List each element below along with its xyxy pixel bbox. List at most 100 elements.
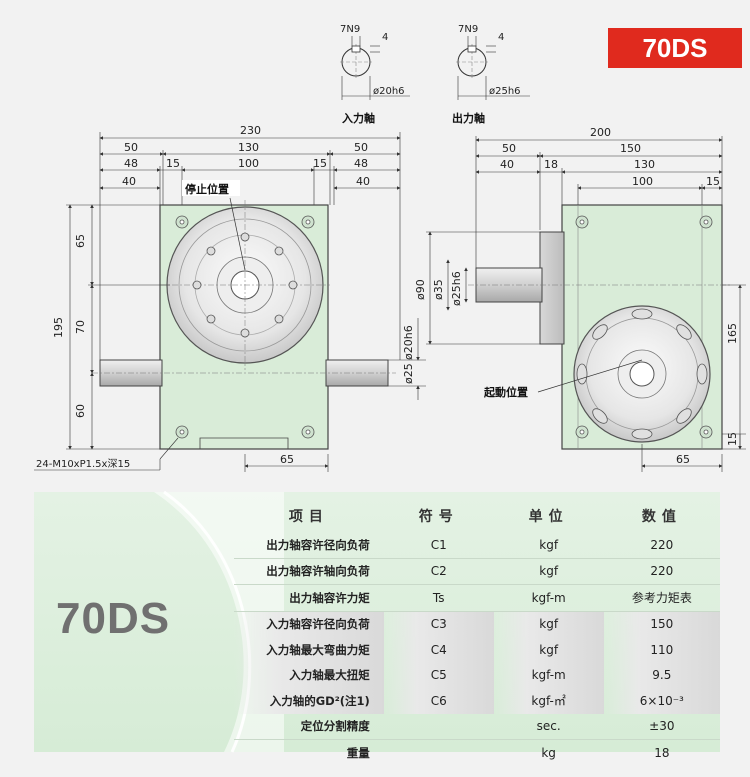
header-value: 数值 (641, 509, 682, 525)
input-shaft-label: 入力軸 (342, 111, 375, 125)
spec-panel: 70DS 项目 符号 单位 数值 出力轴容许径向负荷 C1 kgf 220 出力… (34, 490, 720, 760)
side-view: 200 50 150 40 18 130 100 15 (414, 126, 746, 472)
row-symbol: C3 (383, 611, 494, 637)
output-keyway-label: 7N9 (458, 24, 478, 35)
header-item: 项目 (288, 509, 329, 525)
row-symbol: C6 (383, 688, 494, 714)
row-symbol: C1 (383, 532, 494, 559)
spec-table: 项目 符号 单位 数值 出力轴容许径向负荷 C1 kgf 220 出力轴容许轴向… (234, 500, 720, 766)
row-unit: kg (541, 745, 556, 760)
side-dim-bottom-65: 65 (676, 453, 690, 466)
output-key-depth: 4 (498, 32, 504, 43)
table-row: 重量 kg 18 (234, 740, 720, 766)
front-dim-left-48: 48 (124, 157, 138, 170)
side-dim-total-width: 200 (590, 126, 611, 139)
header-symbol: 符号 (418, 509, 459, 525)
front-dim-total-width: 230 (240, 124, 261, 137)
front-dim-left-50: 50 (124, 141, 138, 154)
table-row: 入力轴容许径向负荷 C3 kgf 150 (234, 611, 720, 637)
side-dim-15: 15 (706, 175, 720, 188)
front-dim-height-195: 195 (52, 317, 65, 338)
table-row: 定位分割精度 sec. ±30 (234, 713, 720, 740)
side-dim-diameter-25h6: ø25h6 (450, 271, 463, 306)
stop-position-label: 停止位置 (185, 182, 229, 196)
front-dim-left-65: 65 (74, 234, 87, 248)
row-unit: kgf (493, 532, 604, 559)
side-dim-18: 18 (544, 158, 558, 171)
technical-drawing: 7N9 4 ø20h6 入力軸 7N9 4 ø25h6 出力軸 (34, 24, 746, 472)
table-row: 出力轴容许轴向负荷 C2 kgf 220 (234, 558, 720, 585)
row-item: 入力轴的GD²(注1) (234, 688, 384, 714)
row-item: 出力轴容许力矩 (234, 584, 384, 612)
row-unit: kgf (493, 637, 604, 663)
output-shaft-label: 出力軸 (452, 111, 485, 125)
output-shaft-detail: 7N9 4 ø25h6 出力軸 (452, 24, 530, 125)
row-value: 参考力矩表 (603, 584, 720, 612)
table-row: 入力轴最大弯曲力矩 C4 kgf 110 (234, 637, 720, 663)
row-unit: kgf-m (493, 584, 604, 612)
front-dim-left-70: 70 (74, 320, 87, 334)
side-dim-diameter-90: ø90 (414, 279, 427, 300)
front-dim-shaft-diameter: ø20h6 (402, 325, 415, 360)
row-value: 9.5 (603, 662, 720, 688)
front-dim-right-15: 15 (313, 157, 327, 170)
spec-model-name: 70DS (56, 594, 171, 643)
side-flange (539, 231, 565, 345)
row-item: 出力轴容许径向负荷 (234, 532, 384, 559)
side-dim-50: 50 (502, 142, 516, 155)
input-key-depth: 4 (382, 32, 388, 43)
side-dim-40: 40 (500, 158, 514, 171)
table-row: 入力轴最大扭矩 C5 kgf-m 9.5 (234, 662, 720, 688)
row-unit: kgf (493, 611, 604, 637)
row-unit: sec. (493, 713, 604, 740)
row-value: 220 (603, 558, 720, 585)
row-value: 220 (603, 532, 720, 559)
table-row: 入力轴的GD²(注1) C6 kgf-㎡ 6×10⁻³ (234, 688, 720, 714)
start-position-label: 起動位置 (483, 385, 528, 399)
front-dim-bottom-65: 65 (280, 453, 294, 466)
row-unit: kgf-㎡ (493, 688, 604, 714)
row-item: 重量 (346, 745, 370, 760)
row-item: 出力轴容许轴向负荷 (234, 558, 384, 585)
side-dim-150: 150 (620, 142, 641, 155)
row-value: 18 (654, 745, 670, 760)
row-value: 6×10⁻³ (603, 688, 720, 714)
table-row: 出力轴容许径向负荷 C1 kgf 220 (234, 532, 720, 559)
row-unit: kgf-m (493, 662, 604, 688)
row-symbol: C2 (383, 558, 494, 585)
model-badge: 70DS (608, 28, 742, 68)
front-dim-right-40: 40 (356, 175, 370, 188)
front-dim-left-60: 60 (74, 404, 87, 418)
front-dim-right-48: 48 (354, 157, 368, 170)
row-item: 入力轴最大弯曲力矩 (234, 637, 384, 663)
front-dim-right-50: 50 (354, 141, 368, 154)
row-item: 入力轴最大扭矩 (234, 662, 384, 688)
side-dim-100: 100 (632, 175, 653, 188)
side-dim-bottom-15: 15 (726, 432, 739, 446)
side-dim-diameter-35: ø35 (432, 279, 445, 300)
row-unit: kgf (493, 558, 604, 585)
output-diameter-label: ø25h6 (489, 86, 521, 97)
front-view: 230 50 130 50 48 15 100 15 48 40 40 (34, 124, 426, 472)
table-row: 出力轴容许力矩 Ts kgf-m 参考力矩表 (234, 584, 720, 612)
row-item: 定位分割精度 (234, 713, 384, 740)
input-shaft-detail: 7N9 4 ø20h6 入力軸 (340, 24, 410, 125)
front-dim-body-130: 130 (238, 141, 259, 154)
side-dim-165: 165 (726, 323, 739, 344)
row-value: ±30 (603, 713, 720, 740)
front-dim-center-100: 100 (238, 157, 259, 170)
row-value: 110 (603, 637, 720, 663)
row-value: 150 (603, 611, 720, 637)
input-diameter-label: ø20h6 (373, 86, 405, 97)
row-item: 入力轴容许径向负荷 (234, 611, 384, 637)
header-unit: 单位 (528, 509, 569, 525)
front-dim-left-40: 40 (122, 175, 136, 188)
row-symbol: Ts (383, 584, 494, 612)
row-symbol (384, 740, 494, 766)
thread-note: 24-M10xP1.5x深15 (36, 458, 130, 470)
input-keyway-label: 7N9 (340, 24, 360, 35)
front-dim-diameter-25: ø25 (402, 363, 415, 384)
row-symbol (383, 713, 494, 740)
row-symbol: C4 (383, 637, 494, 663)
side-dim-130: 130 (634, 158, 655, 171)
